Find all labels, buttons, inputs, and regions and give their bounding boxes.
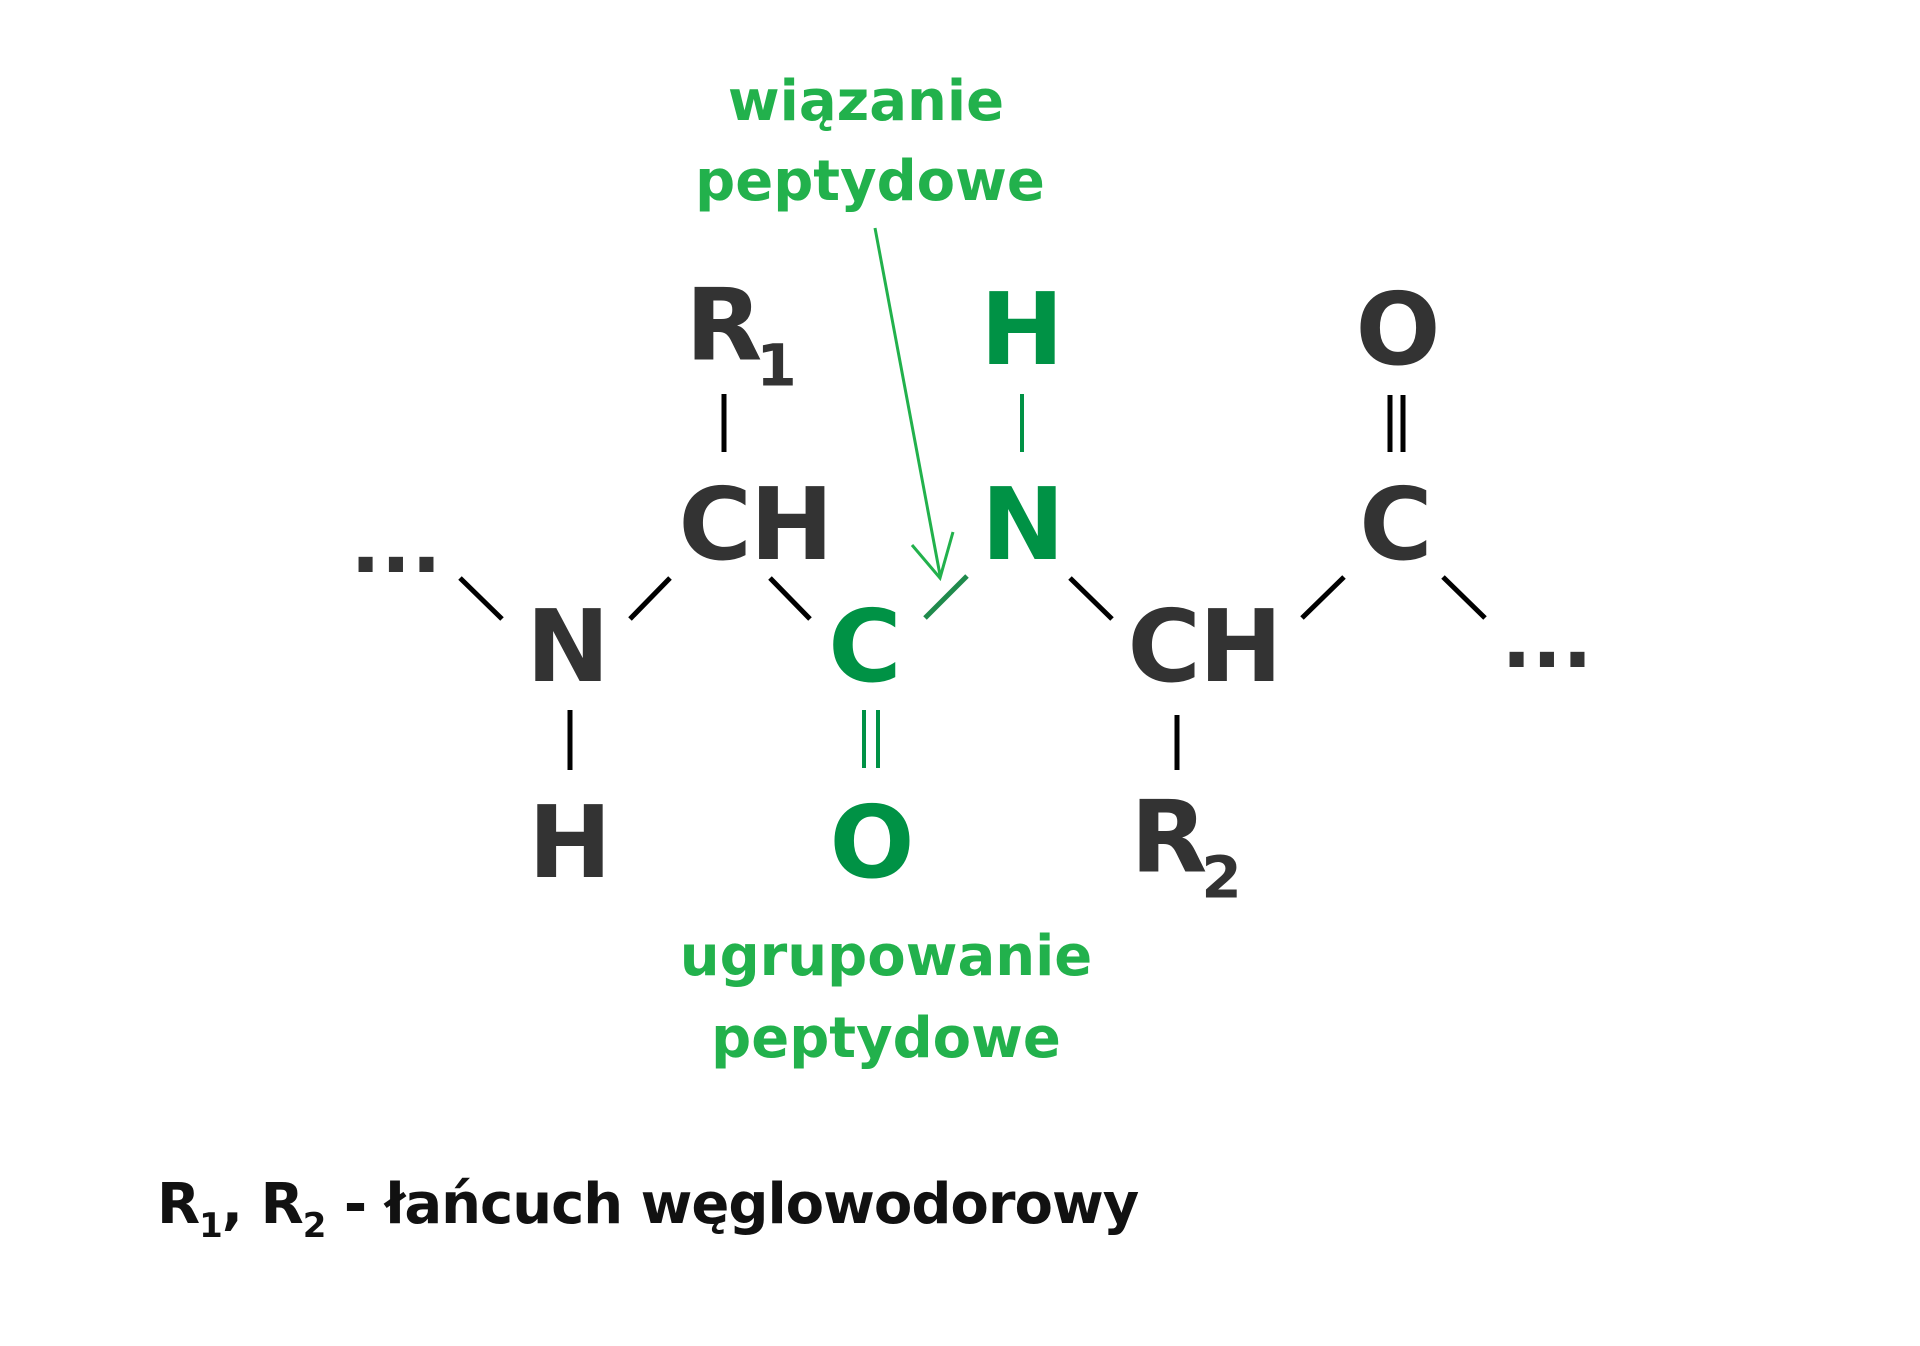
legend-r2: R — [260, 1172, 304, 1238]
chain-continuation-right: ... — [1501, 593, 1593, 686]
atom-r2: R2 — [1130, 787, 1241, 907]
bond-ch1-c — [768, 576, 812, 621]
arrow-head-icon — [910, 531, 955, 582]
legend-separator: , — [221, 1172, 261, 1238]
atom-c-right: C — [1359, 466, 1432, 583]
peptide-bond-label-line2: peptydowe — [695, 149, 1045, 214]
atom-ch1: CH — [678, 466, 833, 583]
bond-n-ch1 — [628, 576, 672, 621]
bond-n-ch2 — [1068, 576, 1114, 621]
legend: R1, R2 - łańcuch węglowodorowy — [157, 1172, 1139, 1246]
peptide-group-label-line1: ugrupowanie — [679, 924, 1093, 989]
bond-c-chain — [1441, 575, 1487, 620]
atom-r1: R1 — [685, 275, 796, 395]
atom-n-left: N — [526, 588, 610, 705]
peptide-bond-label-line1: wiązanie — [727, 69, 1005, 134]
legend-r1: R — [157, 1172, 200, 1238]
bond-ch2-c — [1300, 575, 1346, 620]
peptide-group-label-line2: peptydowe — [711, 1006, 1061, 1071]
annotation-arrow-line — [873, 227, 942, 576]
atom-h-bottom: H — [528, 784, 612, 901]
chain-continuation-left: ... — [350, 498, 442, 591]
peptide-bond — [923, 574, 969, 620]
atom-r1-subscript: 1 — [756, 331, 796, 400]
atom-o-peptide: O — [829, 784, 914, 901]
atom-r1-symbol: R — [685, 266, 762, 384]
atom-h-peptide: H — [980, 271, 1064, 388]
atom-c-peptide: C — [828, 588, 901, 705]
atom-n-peptide: N — [981, 466, 1065, 583]
atom-r2-symbol: R — [1130, 778, 1207, 896]
legend-r2-sub: 2 — [302, 1205, 327, 1246]
legend-description: - łańcuch węglowodorowy — [325, 1172, 1139, 1238]
atom-ch2: CH — [1127, 588, 1282, 705]
legend-r1-sub: 1 — [199, 1205, 223, 1246]
atom-r2-subscript: 2 — [1201, 843, 1241, 912]
atom-o-top: O — [1355, 271, 1440, 388]
bond-chain-n — [458, 576, 504, 621]
